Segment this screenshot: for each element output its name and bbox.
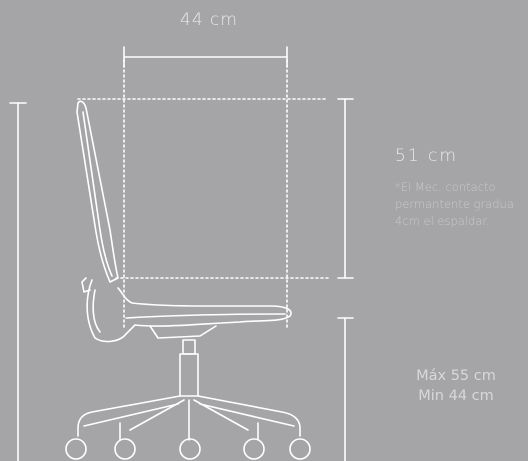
seat-height-range: Máx 55 cm Min 44 cm	[392, 366, 520, 406]
width-label: 44 cm	[180, 10, 238, 30]
chair-base	[77, 395, 301, 441]
seat-shell	[81, 277, 292, 343]
seat-height-dimension-line	[337, 317, 354, 461]
seat-mechanism	[149, 325, 217, 339]
casters	[65, 438, 311, 460]
mechanism-note: *El Mec. contacto permantente gradua 4cm…	[395, 180, 514, 228]
total-height-dimension-line	[9, 102, 27, 461]
width-dimension-line	[123, 46, 288, 68]
backrest	[76, 100, 119, 283]
dimension-envelope-dotted	[77, 59, 329, 331]
seat-height-min: Min 44 cm	[418, 388, 494, 404]
depth-dimension-line	[337, 98, 354, 279]
depth-label: 51 cm	[395, 146, 458, 166]
seat-height-max: Máx 55 cm	[416, 368, 496, 384]
gas-lift-column	[179, 339, 199, 397]
